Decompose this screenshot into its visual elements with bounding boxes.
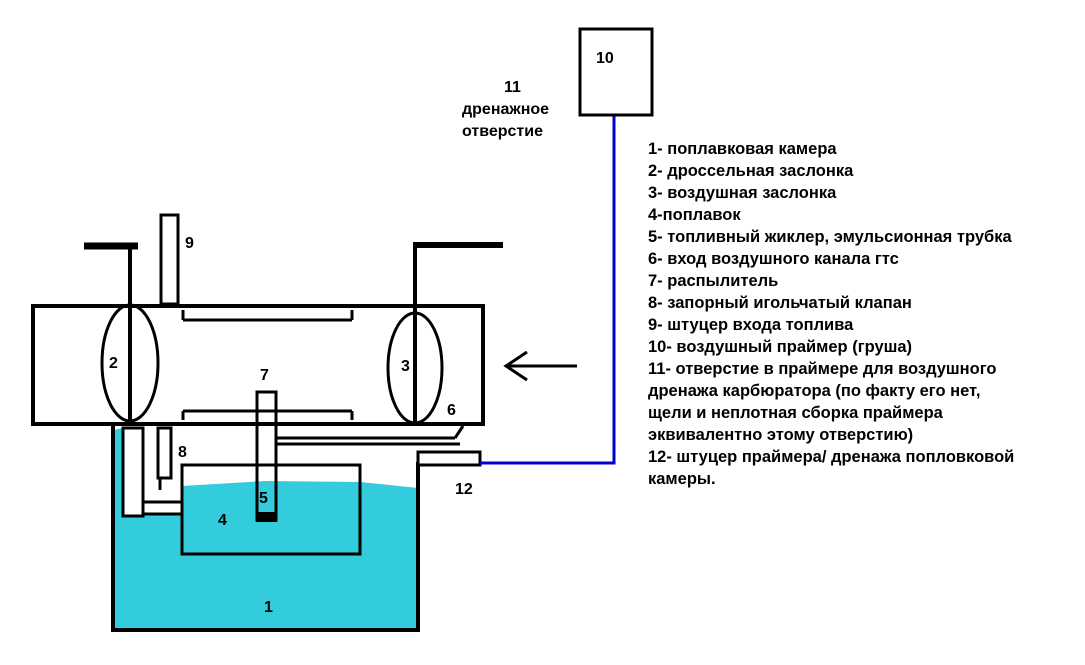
label-12: 12 [455,481,473,498]
primer-tube [480,115,616,465]
label-7: 7 [260,367,269,384]
legend-line: 4-поплавок [648,206,741,224]
float-chamber [111,424,420,632]
legend-line: 5- топливный жиклер, эмульсионная трубка [648,228,1012,246]
label-11-line2: отверстие [462,123,543,140]
label-2: 2 [109,355,118,372]
legend-line: 12- штуцер праймера/ дренажа попловковой [648,448,1014,466]
legend-line: камеры. [648,470,716,488]
legend-line: эквивалентно этому отверстию) [648,426,913,444]
label-4: 4 [218,512,227,529]
airflow-arrow-icon [503,350,577,382]
air-channel-inlet [453,425,465,439]
label-6: 6 [447,402,456,419]
legend-line: 3- воздушная заслонка [648,184,837,202]
legend-line: дренажа карбюратора (по факту его нет, [648,382,980,400]
label-1: 1 [264,599,273,616]
label-9: 9 [185,235,194,252]
legend-line: 8- запорный игольчатый клапан [648,294,912,312]
label-5: 5 [259,490,268,507]
legend-line: 9- штуцер входа топлива [648,316,854,334]
label-3: 3 [401,358,410,375]
fuel-jet [256,512,277,522]
legend-line: 7- распылитель [648,272,778,290]
float-lever-column [121,426,145,518]
legend-line: 6- вход воздушного канала гтс [648,250,899,268]
primer-fitting [416,450,482,467]
label-11-number: 11 [504,79,521,96]
fuel-fill [113,428,418,630]
label-10: 10 [596,50,614,67]
float [180,463,362,556]
legend-line: 11- отверстие в праймере для воздушного [648,360,996,378]
legend-line: 1- поплавковая камера [648,140,837,158]
legend-line: щели и неплотная сборка праймера [648,404,944,422]
legend: 1- поплавковая камера 2- дроссельная зас… [648,140,1014,488]
label-8: 8 [178,444,187,461]
legend-line: 10- воздушный праймер (груша) [648,338,912,356]
air-primer [578,27,654,117]
label-11-line1: дренажное [462,101,549,118]
needle-valve [156,426,173,480]
legend-line: 2- дроссельная заслонка [648,162,854,180]
fuel-inlet-fitting [159,213,180,306]
